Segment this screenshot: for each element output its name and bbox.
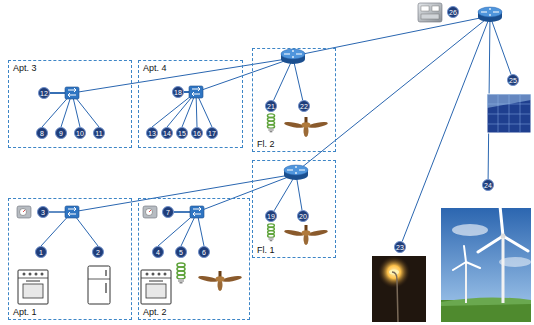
callout-number: 11 xyxy=(95,130,102,137)
node-number: 9 xyxy=(55,127,67,139)
fan-picture xyxy=(284,225,328,245)
node-number: 18 xyxy=(172,86,184,98)
zone-label: Apt. 4 xyxy=(143,63,167,73)
fan-picture xyxy=(198,271,242,291)
router-symbol xyxy=(478,7,502,22)
callout-number: 2 xyxy=(96,249,100,256)
callout-number: 21 xyxy=(267,103,275,110)
zone-box: Fl. 1 19 20 xyxy=(252,160,336,258)
node-number: 13 xyxy=(146,127,158,139)
callout-number: 18 xyxy=(174,89,182,96)
node-number: 15 xyxy=(176,127,188,139)
callout-number: 6 xyxy=(202,249,206,256)
wind-turbine-picture xyxy=(441,208,531,322)
node-number: 2 xyxy=(92,246,104,258)
callout-number: 5 xyxy=(179,249,183,256)
zone-label: Fl. 2 xyxy=(257,139,275,149)
callout-number: 25 xyxy=(509,77,517,84)
callout-number: 23 xyxy=(396,244,404,251)
node-number: 23 xyxy=(394,241,406,253)
callout-number: 14 xyxy=(163,130,171,137)
fridge-picture xyxy=(88,266,110,304)
switch-symbol xyxy=(189,86,203,98)
zone-label: Fl. 1 xyxy=(257,245,275,255)
callout-number: 15 xyxy=(178,130,186,137)
main-meter-picture xyxy=(418,3,442,22)
meter-symbol xyxy=(143,206,157,218)
node-number: 7 xyxy=(162,206,174,218)
zone-box: Fl. 2 21 22 xyxy=(252,48,336,152)
callout-number: 17 xyxy=(208,130,216,137)
callout-number: 20 xyxy=(299,213,307,220)
stove-picture xyxy=(18,270,48,304)
node-number: 24 xyxy=(482,179,494,191)
node-number: 26 xyxy=(447,6,459,18)
zone-box: Apt. 4 18 13 14 15 16 17 xyxy=(138,60,243,148)
switch-symbol xyxy=(65,87,79,99)
callout-number: 26 xyxy=(449,9,457,16)
node-number: 19 xyxy=(265,210,277,222)
solar-panel-picture xyxy=(487,94,531,133)
callout-number: 3 xyxy=(41,209,45,216)
zone-label: Apt. 2 xyxy=(143,307,167,317)
callout-number: 8 xyxy=(40,130,44,137)
street-light-picture xyxy=(372,256,426,322)
fan-picture xyxy=(284,117,328,137)
bulb-picture xyxy=(268,224,275,241)
node-number: 12 xyxy=(38,87,50,99)
node-number: 21 xyxy=(265,100,277,112)
callout-number: 9 xyxy=(59,130,63,137)
node-number: 5 xyxy=(175,246,187,258)
node-number: 25 xyxy=(507,74,519,86)
callout-number: 12 xyxy=(40,90,48,97)
switch-symbol xyxy=(190,206,204,218)
bulb-picture xyxy=(177,263,185,284)
callout-number: 19 xyxy=(267,213,275,220)
node-number: 10 xyxy=(74,127,86,139)
meter-symbol xyxy=(17,206,31,218)
zone-box: Apt. 1 3 1 2 xyxy=(8,198,132,320)
zone-box: Apt. 3 12 8 9 10 11 xyxy=(8,60,132,148)
stove-picture xyxy=(141,270,171,304)
node-number: 6 xyxy=(198,246,210,258)
callout-number: 24 xyxy=(484,182,492,189)
router-symbol xyxy=(284,165,308,180)
node-number: 17 xyxy=(206,127,218,139)
node-number: 16 xyxy=(191,127,203,139)
callout-number: 7 xyxy=(166,209,170,216)
callout-number: 22 xyxy=(300,103,308,110)
node-number: 3 xyxy=(37,206,49,218)
switch-symbol xyxy=(65,206,79,218)
node-number: 11 xyxy=(93,127,105,139)
callout-number: 1 xyxy=(39,249,43,256)
callout-number: 10 xyxy=(76,130,84,137)
bulb-picture xyxy=(267,114,274,132)
callout-number: 13 xyxy=(148,130,156,137)
node-number: 14 xyxy=(161,127,173,139)
router-symbol xyxy=(281,49,305,64)
node-number: 20 xyxy=(297,210,309,222)
zone-label: Apt. 1 xyxy=(13,307,37,317)
node-number: 22 xyxy=(298,100,310,112)
zone-label: Apt. 3 xyxy=(13,63,37,73)
callout-number: 4 xyxy=(156,249,160,256)
node-number: 8 xyxy=(36,127,48,139)
callout-number: 16 xyxy=(193,130,201,137)
zone-box: Apt. 2 7 4 5 6 xyxy=(138,198,250,320)
node-number: 1 xyxy=(35,246,47,258)
node-number: 4 xyxy=(152,246,164,258)
